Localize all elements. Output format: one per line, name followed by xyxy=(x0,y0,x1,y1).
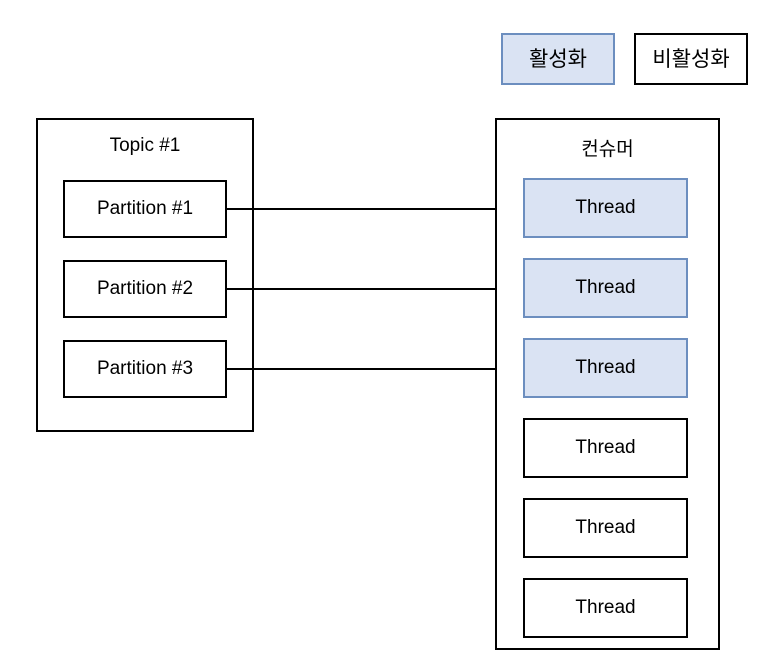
thread-label: Thread xyxy=(575,597,636,618)
thread-label: Thread xyxy=(575,437,636,458)
legend-inactive-swatch: 비활성화 xyxy=(634,33,748,85)
legend-inactive-label: 비활성화 xyxy=(652,47,730,71)
thread-box-2: Thread xyxy=(523,258,688,318)
partition-label: Partition #3 xyxy=(96,358,194,379)
consumer-title: 컨슈머 xyxy=(581,139,634,160)
thread-box-3: Thread xyxy=(523,338,688,398)
thread-box-6: Thread xyxy=(523,578,688,638)
partition-label: Partition #2 xyxy=(96,278,194,299)
partition-label: Partition #1 xyxy=(96,198,194,219)
connector-partition2-thread2 xyxy=(227,288,495,290)
thread-box-4: Thread xyxy=(523,418,688,478)
thread-label: Thread xyxy=(575,357,636,378)
thread-box-1: Thread xyxy=(523,178,688,238)
thread-label: Thread xyxy=(575,197,636,218)
thread-label: Thread xyxy=(575,517,636,538)
thread-label: Thread xyxy=(575,277,636,298)
thread-box-5: Thread xyxy=(523,498,688,558)
connector-partition1-thread1 xyxy=(227,208,495,210)
legend-active-swatch: 활성화 xyxy=(501,33,615,85)
partition-box-3: Partition #3 xyxy=(63,340,227,398)
connector-partition3-thread3 xyxy=(227,368,495,370)
topic-title: Topic #1 xyxy=(109,135,181,156)
partition-box-2: Partition #2 xyxy=(63,260,227,318)
partition-box-1: Partition #1 xyxy=(63,180,227,238)
legend-active-label: 활성화 xyxy=(529,47,587,71)
